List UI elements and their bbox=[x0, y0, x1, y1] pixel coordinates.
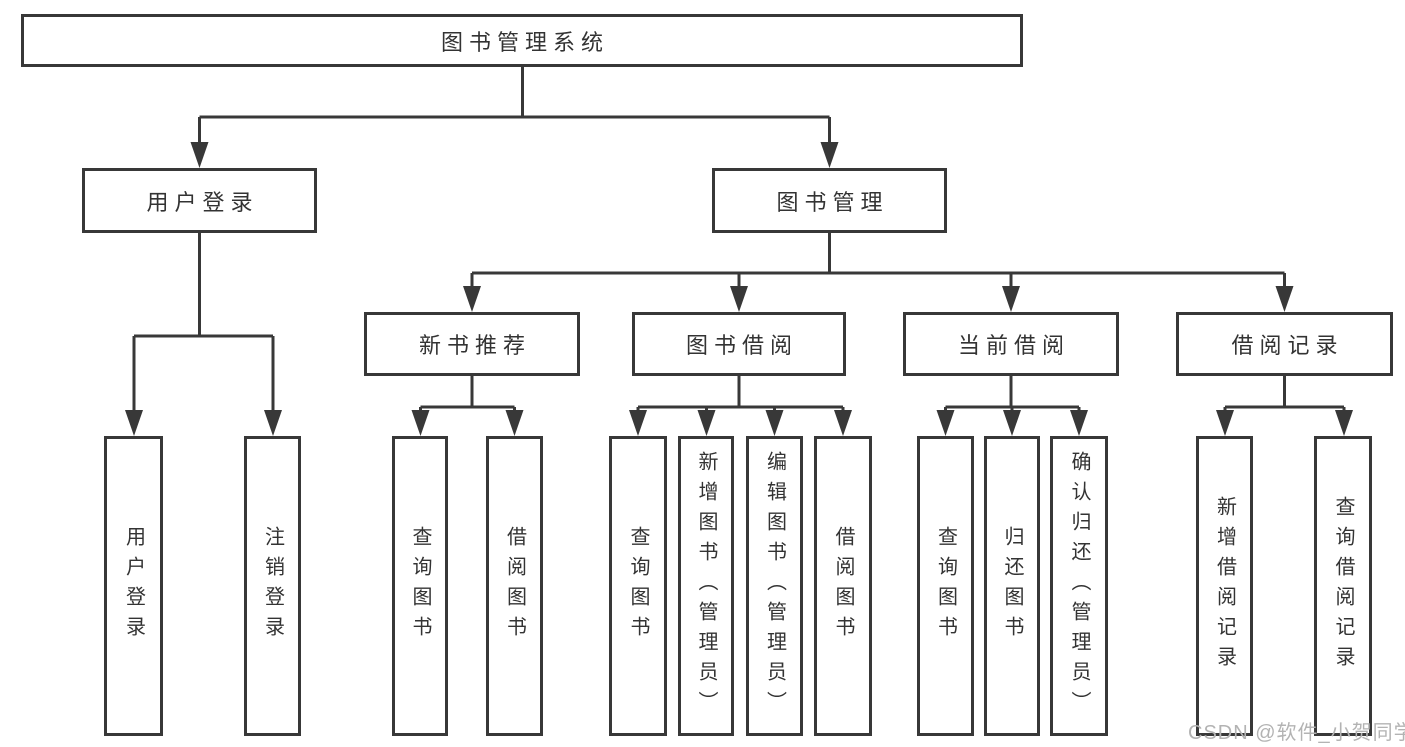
leaf-confirm-return-admin: 确认归还（管理员） bbox=[1050, 436, 1108, 736]
leaf-query-borrow-record-label: 查询借阅记录 bbox=[1332, 496, 1354, 676]
node-library-system: 图书管理系统 bbox=[21, 14, 1023, 67]
leaf-return-book-label: 归还图书 bbox=[1001, 526, 1023, 646]
leaf-query-books-current-label: 查询图书 bbox=[934, 526, 957, 646]
leaf-logout: 注销登录 bbox=[244, 436, 301, 736]
leaf-add-book-admin-label: 新增图书（管理员） bbox=[695, 451, 717, 721]
leaf-query-books-recommend-label: 查询图书 bbox=[409, 526, 431, 646]
node-book-borrow-label: 图书借阅 bbox=[685, 333, 798, 358]
leaf-add-book-admin: 新增图书（管理员） bbox=[678, 436, 734, 736]
leaf-query-books-borrow: 查询图书 bbox=[609, 436, 667, 736]
leaf-user-login-label: 用户登录 bbox=[122, 526, 145, 646]
leaf-borrow-books-2: 借阅图书 bbox=[814, 436, 872, 736]
leaf-user-login: 用户登录 bbox=[104, 436, 163, 736]
leaf-borrow-books-2-label: 借阅图书 bbox=[832, 526, 854, 646]
node-user-login: 用户登录 bbox=[82, 168, 317, 233]
node-new-book-recommend-label: 新书推荐 bbox=[418, 333, 531, 358]
leaf-add-borrow-record: 新增借阅记录 bbox=[1196, 436, 1253, 736]
node-book-borrow: 图书借阅 bbox=[632, 312, 846, 376]
node-current-borrow-label: 当前借阅 bbox=[957, 333, 1070, 358]
node-library-system-label: 图书管理系统 bbox=[440, 29, 609, 55]
leaf-borrow-books-recommend: 借阅图书 bbox=[486, 436, 543, 736]
leaf-query-borrow-record: 查询借阅记录 bbox=[1314, 436, 1372, 736]
node-book-management-label: 图书管理 bbox=[776, 189, 889, 215]
node-new-book-recommend: 新书推荐 bbox=[364, 312, 580, 376]
leaf-query-books-recommend: 查询图书 bbox=[392, 436, 448, 736]
node-borrow-records-label: 借阅记录 bbox=[1231, 333, 1344, 358]
node-current-borrow: 当前借阅 bbox=[903, 312, 1119, 376]
watermark: CSDN @软件_小贺同学 bbox=[1188, 722, 1405, 744]
leaf-return-book: 归还图书 bbox=[984, 436, 1040, 736]
leaf-query-books-current: 查询图书 bbox=[917, 436, 974, 736]
node-borrow-records: 借阅记录 bbox=[1176, 312, 1393, 376]
leaf-add-borrow-record-label: 新增借阅记录 bbox=[1213, 496, 1236, 676]
node-user-login-label: 用户登录 bbox=[146, 189, 259, 215]
leaf-logout-label: 注销登录 bbox=[261, 526, 284, 646]
node-book-management: 图书管理 bbox=[712, 168, 947, 233]
leaf-query-books-borrow-label: 查询图书 bbox=[627, 526, 649, 646]
leaf-edit-book-admin: 编辑图书（管理员） bbox=[746, 436, 803, 736]
leaf-borrow-books-recommend-label: 借阅图书 bbox=[503, 526, 526, 646]
leaf-edit-book-admin-label: 编辑图书（管理员） bbox=[763, 451, 786, 721]
leaf-confirm-return-admin-label: 确认归还（管理员） bbox=[1068, 451, 1090, 721]
